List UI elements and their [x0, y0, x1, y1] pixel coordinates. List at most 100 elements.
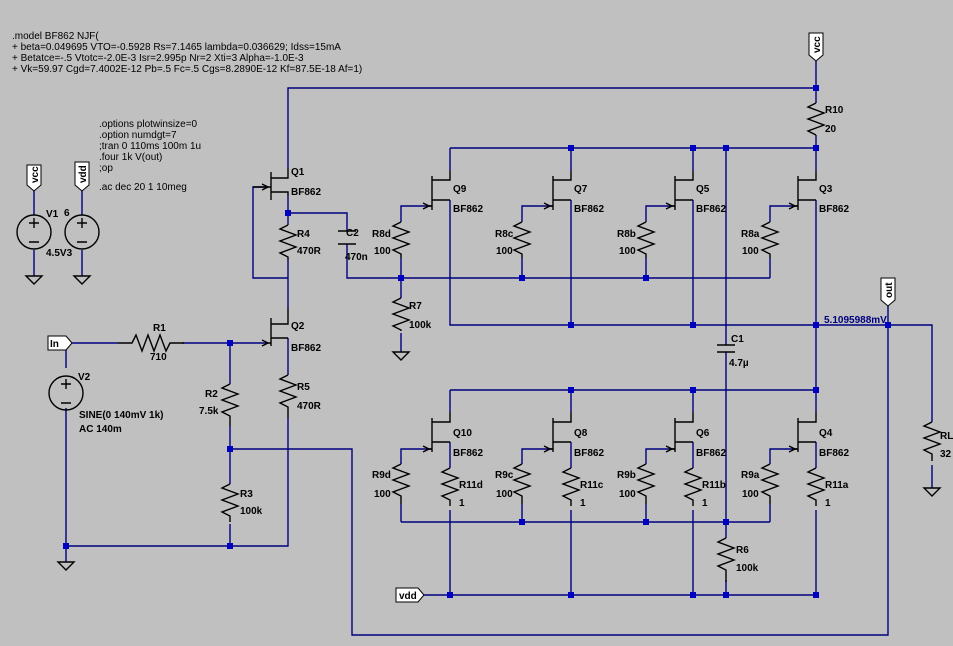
- capacitor-c2[interactable]: [338, 230, 356, 245]
- resistor-r5[interactable]: [278, 374, 298, 418]
- r8b-value-label: 100: [619, 246, 636, 257]
- model-block[interactable]: .model BF862 NJF( + beta=0.049695 VTO=-0…: [12, 31, 362, 75]
- resistor-r9c[interactable]: [512, 463, 532, 504]
- r9d-value-label: 100: [374, 489, 391, 500]
- net-flag-vdd-left[interactable]: vdd: [74, 161, 90, 192]
- r4-name-label: R4: [297, 229, 310, 240]
- r9a-name-label: R9a: [741, 470, 760, 481]
- resistor-r7[interactable]: [391, 297, 411, 331]
- r7-value-label: 100k: [409, 320, 432, 331]
- q10-name-label: Q10: [453, 428, 472, 439]
- q6-name-label: Q6: [696, 428, 710, 439]
- ground-icon: [56, 561, 76, 571]
- net-flag-out[interactable]: out: [880, 277, 896, 307]
- r9b-name-label: R9b: [617, 470, 636, 481]
- resistor-r11a[interactable]: [806, 467, 826, 506]
- q4-model-label: BF862: [819, 448, 849, 459]
- jfet-q5[interactable]: [665, 171, 694, 210]
- r11a-value-label: 1: [825, 498, 831, 509]
- voltage-source-v6[interactable]: [64, 214, 100, 250]
- r11b-name-label: R11b: [702, 480, 726, 491]
- r10-value-label: 20: [825, 124, 837, 135]
- jfet-q10[interactable]: [422, 412, 451, 453]
- resistor-r2[interactable]: [220, 383, 240, 426]
- q3-model-label: BF862: [819, 204, 849, 215]
- jfet-q1[interactable]: [253, 168, 289, 200]
- q2-name-label: Q2: [291, 321, 305, 332]
- resistor-r9b[interactable]: [636, 463, 656, 504]
- q1-name-label: Q1: [291, 167, 305, 178]
- resistor-r1[interactable]: [118, 333, 184, 353]
- q5-name-label: Q5: [696, 184, 710, 195]
- r5-name-label: R5: [297, 382, 310, 393]
- voltage-source-v2[interactable]: [48, 375, 84, 411]
- c1-value-label: 4.7µ: [729, 358, 749, 369]
- resistor-r8a[interactable]: [760, 221, 780, 258]
- directive-line: ;tran 0 110ms 100m 1u: [99, 141, 201, 152]
- resistor-r11c[interactable]: [561, 467, 581, 506]
- jfet-q9[interactable]: [422, 171, 451, 210]
- v1-name: V1: [46, 209, 59, 220]
- resistor-r8b[interactable]: [636, 221, 656, 258]
- rl-name-label: RL: [940, 431, 953, 442]
- r11c-value-label: 1: [580, 498, 586, 509]
- r9d-name-label: R9d: [372, 470, 391, 481]
- jfet-q2[interactable]: [261, 308, 289, 347]
- c1-name-label: C1: [731, 334, 744, 345]
- resistor-r9a[interactable]: [760, 463, 780, 504]
- v1-value: 4.5V3: [46, 248, 73, 259]
- q9-model-label: BF862: [453, 204, 483, 215]
- ground-icon: [391, 351, 411, 361]
- resistor-r11b[interactable]: [683, 467, 703, 506]
- r11d-name-label: R11d: [459, 480, 483, 491]
- q2-model-label: BF862: [291, 343, 321, 354]
- q7-name-label: Q7: [574, 184, 588, 195]
- jfet-q3[interactable]: [788, 171, 817, 210]
- jfet-q6[interactable]: [665, 412, 694, 453]
- ground-icon: [24, 275, 44, 285]
- r10-name-label: R10: [825, 105, 844, 116]
- resistor-r3[interactable]: [220, 483, 240, 522]
- directive-line: + Vk=59.97 Cgd=7.4002E-12 Pb=.5 Fc=.5 Cg…: [12, 64, 362, 75]
- directive-line: .option numdgt=7: [99, 130, 177, 141]
- r11b-value-label: 1: [702, 498, 708, 509]
- directive-line: .model BF862 NJF(: [12, 31, 99, 42]
- r8d-value-label: 100: [374, 246, 391, 257]
- resistor-r8c[interactable]: [512, 221, 532, 258]
- ground-icon: [922, 487, 942, 497]
- net-flag-vdd-bottom[interactable]: vdd: [395, 587, 425, 603]
- net-flag-label: out: [884, 282, 895, 298]
- q8-name-label: Q8: [574, 428, 588, 439]
- voltage-source-v1[interactable]: [16, 214, 52, 250]
- net-flag-label: vdd: [78, 165, 89, 183]
- directive-line: .options plotwinsize=0: [99, 119, 198, 130]
- directive-line: .four 1k V(out): [99, 152, 162, 163]
- resistor-r6[interactable]: [716, 537, 736, 582]
- r8a-name-label: R8a: [741, 229, 760, 240]
- jfet-q4[interactable]: [788, 412, 817, 453]
- spice-directives[interactable]: .options plotwinsize=0 .option numdgt=7 …: [99, 119, 201, 193]
- v2-value-sine: SINE(0 140mV 1k): [79, 410, 164, 421]
- r11d-value-label: 1: [459, 498, 465, 509]
- v2-name: V2: [78, 372, 91, 383]
- directive-line: + beta=0.049695 VTO=-0.5928 Rs=7.1465 la…: [12, 42, 341, 53]
- junction-dots: [63, 85, 891, 598]
- resistor-r10[interactable]: [806, 102, 826, 136]
- jfet-q7[interactable]: [543, 171, 572, 210]
- r1-value-label: 710: [150, 352, 167, 363]
- net-flag-in[interactable]: In: [47, 335, 73, 351]
- directive-line: + Betatce=-.5 Vtotc=-2.0E-3 Isr=2.995p N…: [12, 53, 304, 64]
- resistor-r11d[interactable]: [440, 467, 460, 506]
- resistor-rl[interactable]: [922, 421, 942, 461]
- r8c-name-label: R8c: [495, 229, 514, 240]
- capacitor-c1[interactable]: [717, 344, 735, 353]
- q1-model-label: BF862: [291, 187, 321, 198]
- resistor-r4[interactable]: [278, 224, 298, 260]
- net-flag-vcc-left[interactable]: vcc: [26, 164, 42, 192]
- resistor-r8d[interactable]: [391, 221, 411, 258]
- jfet-q8[interactable]: [543, 412, 572, 453]
- net-flag-vcc-top[interactable]: vcc: [808, 32, 824, 62]
- resistor-r9d[interactable]: [391, 463, 411, 504]
- q6-model-label: BF862: [696, 448, 726, 459]
